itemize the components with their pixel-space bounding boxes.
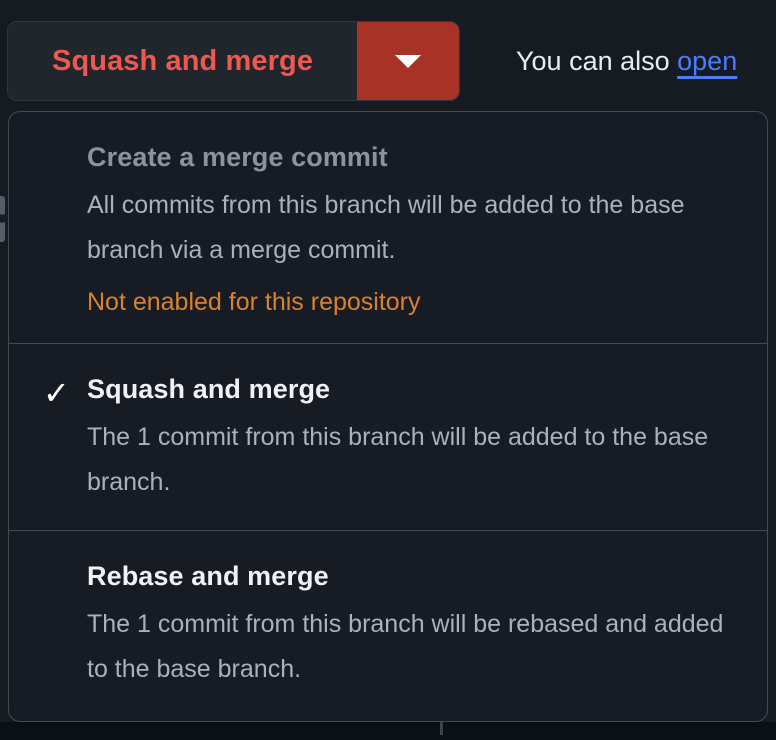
- offscreen-element-seam: [0, 196, 5, 242]
- menu-item-title: Create a merge commit: [87, 142, 388, 172]
- chevron-down-icon: [395, 54, 422, 68]
- page-backdrop-lower: [0, 722, 776, 740]
- check-icon: ✓: [43, 375, 70, 411]
- menu-item-create-merge-commit[interactable]: Create a merge commit All commits from t…: [9, 112, 767, 343]
- merge-button-group: Squash and merge: [7, 21, 461, 101]
- menu-item-description: The 1 commit from this branch will be ad…: [87, 423, 709, 496]
- side-note-text: You can also: [516, 46, 678, 76]
- menu-item-squash-and-merge[interactable]: ✓ Squash and merge The 1 commit from thi…: [9, 343, 767, 530]
- menu-item-rebase-and-merge[interactable]: Rebase and merge The 1 commit from this …: [9, 530, 767, 717]
- menu-item-note: Not enabled for this repository: [87, 288, 421, 316]
- menu-item-title: Squash and merge: [87, 374, 331, 404]
- merge-options-dropdown-button[interactable]: [357, 22, 460, 100]
- merge-method-menu: Create a merge commit All commits from t…: [8, 111, 768, 722]
- menu-item-description: The 1 commit from this branch will be re…: [87, 610, 724, 683]
- side-note: You can also open: [516, 46, 737, 77]
- squash-and-merge-button[interactable]: Squash and merge: [8, 22, 358, 100]
- menu-item-title: Rebase and merge: [87, 561, 329, 591]
- menu-item-description: All commits from this branch will be add…: [87, 191, 685, 264]
- text-cursor-artifact: [440, 722, 443, 735]
- open-link[interactable]: open: [677, 46, 738, 76]
